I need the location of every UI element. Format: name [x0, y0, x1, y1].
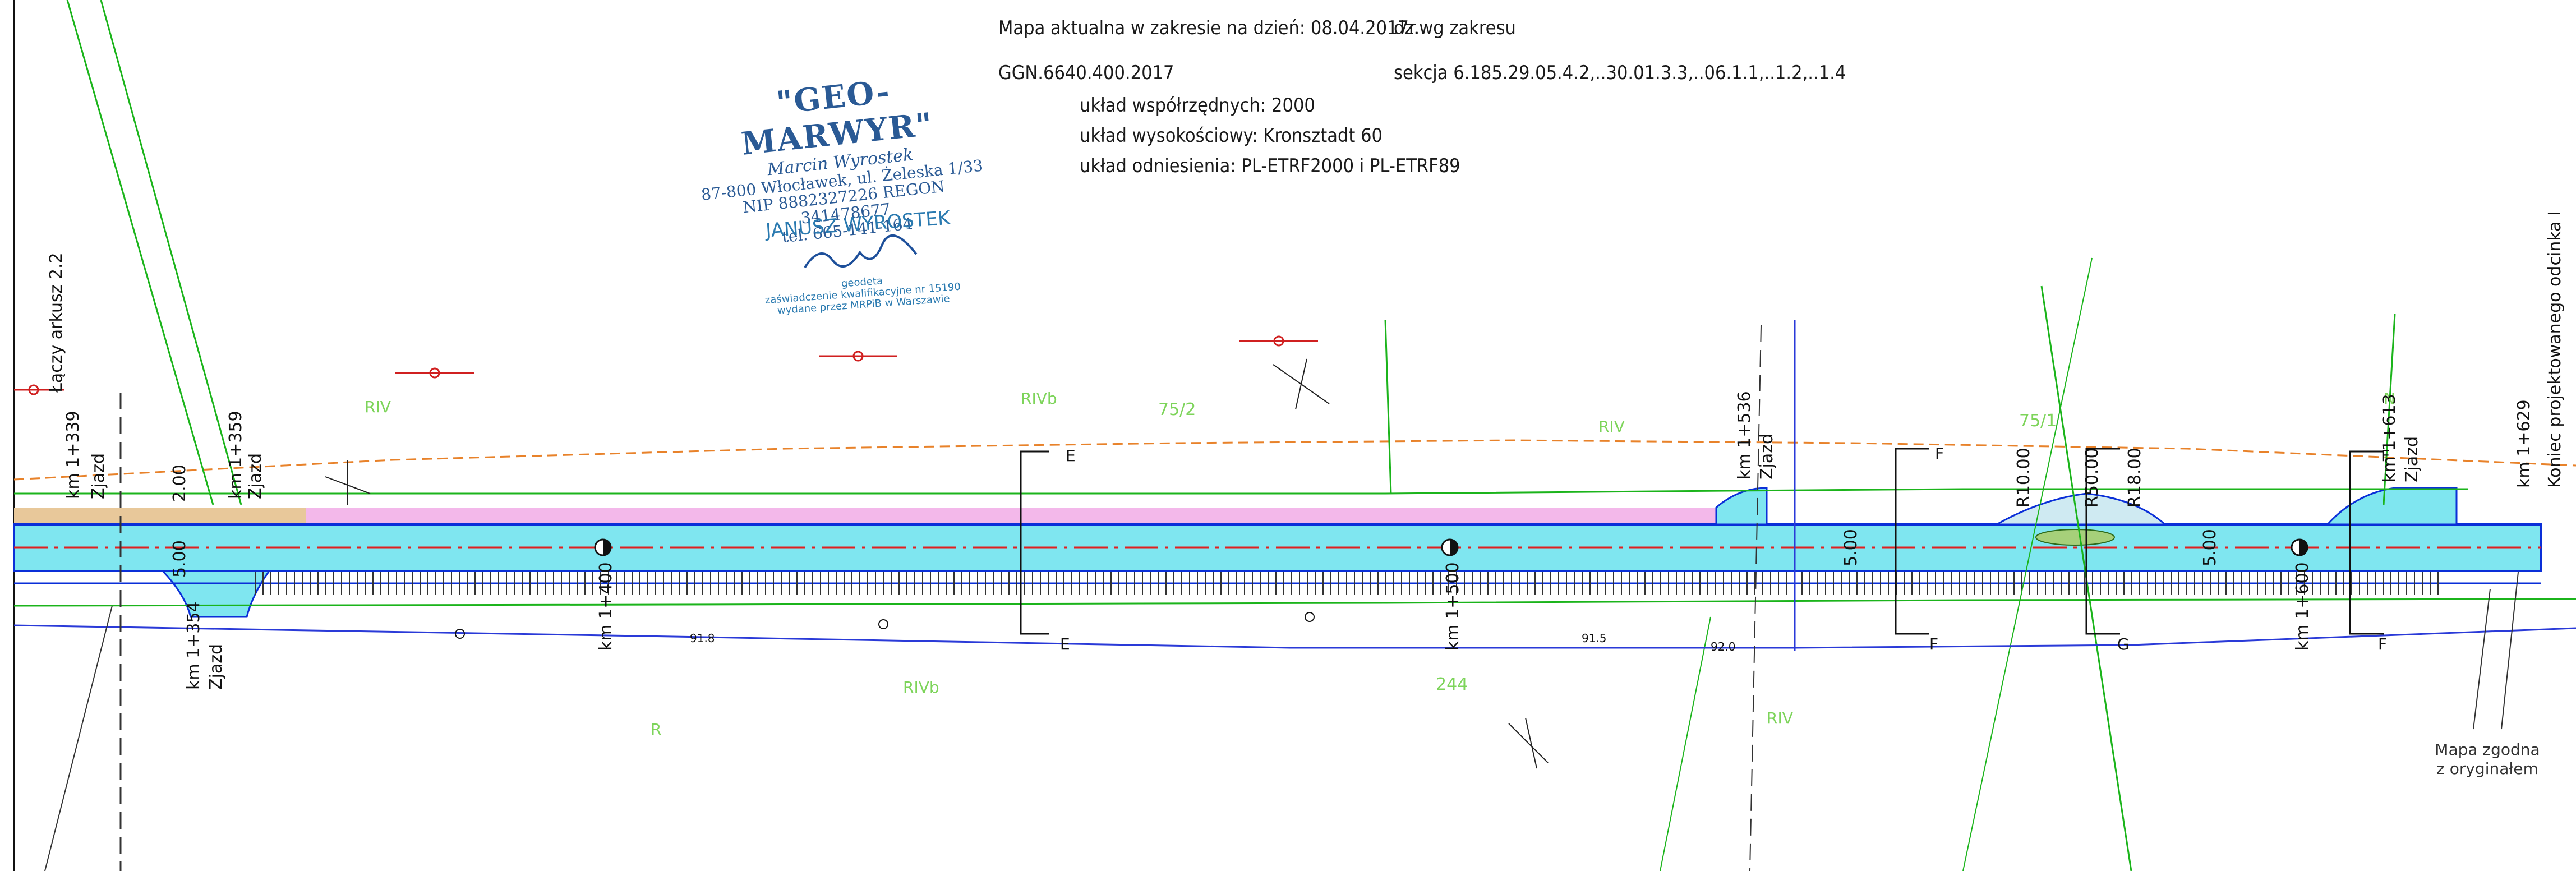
fence-line	[44, 605, 113, 871]
parcel-line-1	[66, 0, 214, 505]
width-500-right: 5.00	[2200, 529, 2220, 566]
land-class-2: RIV	[1598, 417, 1625, 436]
chainage-marker-1600	[2291, 538, 2308, 556]
section-g-marker	[2085, 448, 2120, 635]
section-f-marker	[1895, 448, 1929, 635]
section-f2-bottom: F	[2378, 635, 2387, 653]
radius-r5000: R50.00	[2082, 448, 2102, 508]
section-f2-marker	[2349, 450, 2384, 635]
land-class-3: RIV	[1767, 709, 1793, 727]
end-of-section-label: Koniec projektowanego odcinka I	[2545, 211, 2565, 488]
width-500-left: 5.00	[170, 540, 190, 578]
curb-hatching	[252, 572, 2440, 595]
green-island	[2035, 529, 2115, 546]
coord-system-text: układ współrzędnych: 2000	[1080, 94, 1315, 117]
culvert-2	[2501, 572, 2519, 730]
signature-icon	[804, 234, 918, 269]
sheet-join-label: Łączy arkusz 2.2	[47, 252, 66, 393]
dz-scope-text: dz.wg zakresu	[1394, 17, 1516, 39]
km-1536-label: km 1+536	[1735, 391, 1754, 480]
boundary-north	[14, 488, 2468, 495]
parcel-line-3	[1384, 319, 1392, 494]
width-500-mid: 5.00	[1841, 529, 1861, 566]
km-1400-label: km 1+400	[596, 562, 616, 651]
parcel-line-7	[1660, 616, 1711, 871]
parcel-751: 75/1	[2019, 411, 2057, 431]
pole-2	[878, 619, 888, 629]
chainage-marker-1400	[594, 538, 612, 556]
radius-r1800: R18.00	[2125, 448, 2145, 508]
km-1600-label: km 1+600	[2293, 562, 2312, 651]
pole-1	[455, 629, 465, 639]
driveway-km1613	[2325, 487, 2458, 526]
survey-marker-4	[14, 384, 64, 395]
cross-2	[1508, 717, 1549, 769]
drain-line	[13, 624, 2576, 649]
zjazd-1359: Zjazd	[246, 453, 265, 499]
radius-r1000: R10.00	[2014, 448, 2034, 508]
elevation-3: 91.8	[690, 632, 715, 645]
parcel-line-5	[2383, 314, 2396, 505]
ggn-number-text: GGN.6640.400.2017	[998, 62, 1174, 84]
tan-patch	[14, 508, 306, 523]
map-date-text: Mapa aktualna w zakresie na dzień: 08.04…	[998, 17, 1420, 39]
cross-1	[1273, 358, 1330, 410]
cross-3	[325, 460, 371, 505]
section-g-bottom: G	[2117, 635, 2130, 653]
elevation-2: 91.5	[1582, 632, 1607, 645]
land-class-6: R	[651, 720, 661, 739]
chainage-marker-1500	[1441, 538, 1459, 556]
km-1354-label: km 1+354	[184, 601, 204, 690]
title-block-area	[297, 0, 1789, 325]
section-f-top: F	[1935, 444, 1944, 463]
sections-text: sekcja 6.185.29.05.4.2,..30.01.3.3,..06.…	[1394, 62, 1846, 84]
pole-3	[1305, 612, 1315, 622]
survey-marker-1	[395, 367, 474, 379]
land-class-7: N	[2384, 389, 2395, 408]
km-1613-label: km 1+613	[2380, 394, 2399, 482]
reference-system-text: układ odniesienia: PL-ETRF2000 i PL-ETRF…	[1080, 155, 1460, 177]
km-1629-label: km 1+629	[2514, 399, 2534, 488]
culvert-1	[2473, 588, 2491, 730]
km-1359-label: km 1+359	[226, 411, 246, 499]
section-f-bottom: F	[1929, 635, 1938, 653]
parcel-244: 244	[1436, 675, 1468, 694]
section-f2-top: F	[2381, 446, 2390, 465]
certification-line-2: z oryginałem	[2436, 759, 2538, 778]
dashed-line-2	[1749, 325, 1762, 871]
zjazd-1536: Zjazd	[1757, 434, 1777, 480]
parcel-752: 75/2	[1158, 400, 1196, 420]
section-e-top: E	[1066, 446, 1076, 465]
utility-line-gas	[13, 439, 2576, 481]
width-200: 2.00	[170, 464, 190, 502]
zjazd-1613: Zjazd	[2402, 436, 2422, 482]
section-e-marker	[1020, 450, 1049, 635]
parcel-line-2	[100, 0, 242, 505]
surveyor-stamp: JANUSZ WYROSTEK geodeta zaświadczenie kw…	[759, 206, 962, 326]
survey-marker-3	[1239, 335, 1318, 347]
land-class-5: RIVb	[903, 678, 939, 697]
certification-note: Mapa zgodna z oryginałem	[2428, 740, 2546, 778]
parcel-line-6	[1962, 257, 2093, 871]
km-1500-label: km 1+500	[1443, 562, 1463, 651]
elevation-1: 92.0	[1711, 640, 1736, 653]
land-class-1: RIV	[365, 398, 391, 416]
section-e-bottom: E	[1060, 635, 1070, 653]
survey-marker-2	[819, 351, 897, 362]
land-class-4: RIVb	[1021, 389, 1057, 408]
driveway-km1536	[1715, 487, 1768, 526]
certification-line-1: Mapa zgodna	[2435, 740, 2540, 759]
zjazd-1339: Zjazd	[89, 453, 108, 499]
boundary-south	[13, 598, 2576, 607]
zjazd-1354: Zjazd	[206, 644, 226, 690]
km-1339-label: km 1+339	[63, 411, 83, 499]
height-system-text: układ wysokościowy: Kronsztadt 60	[1080, 125, 1383, 147]
